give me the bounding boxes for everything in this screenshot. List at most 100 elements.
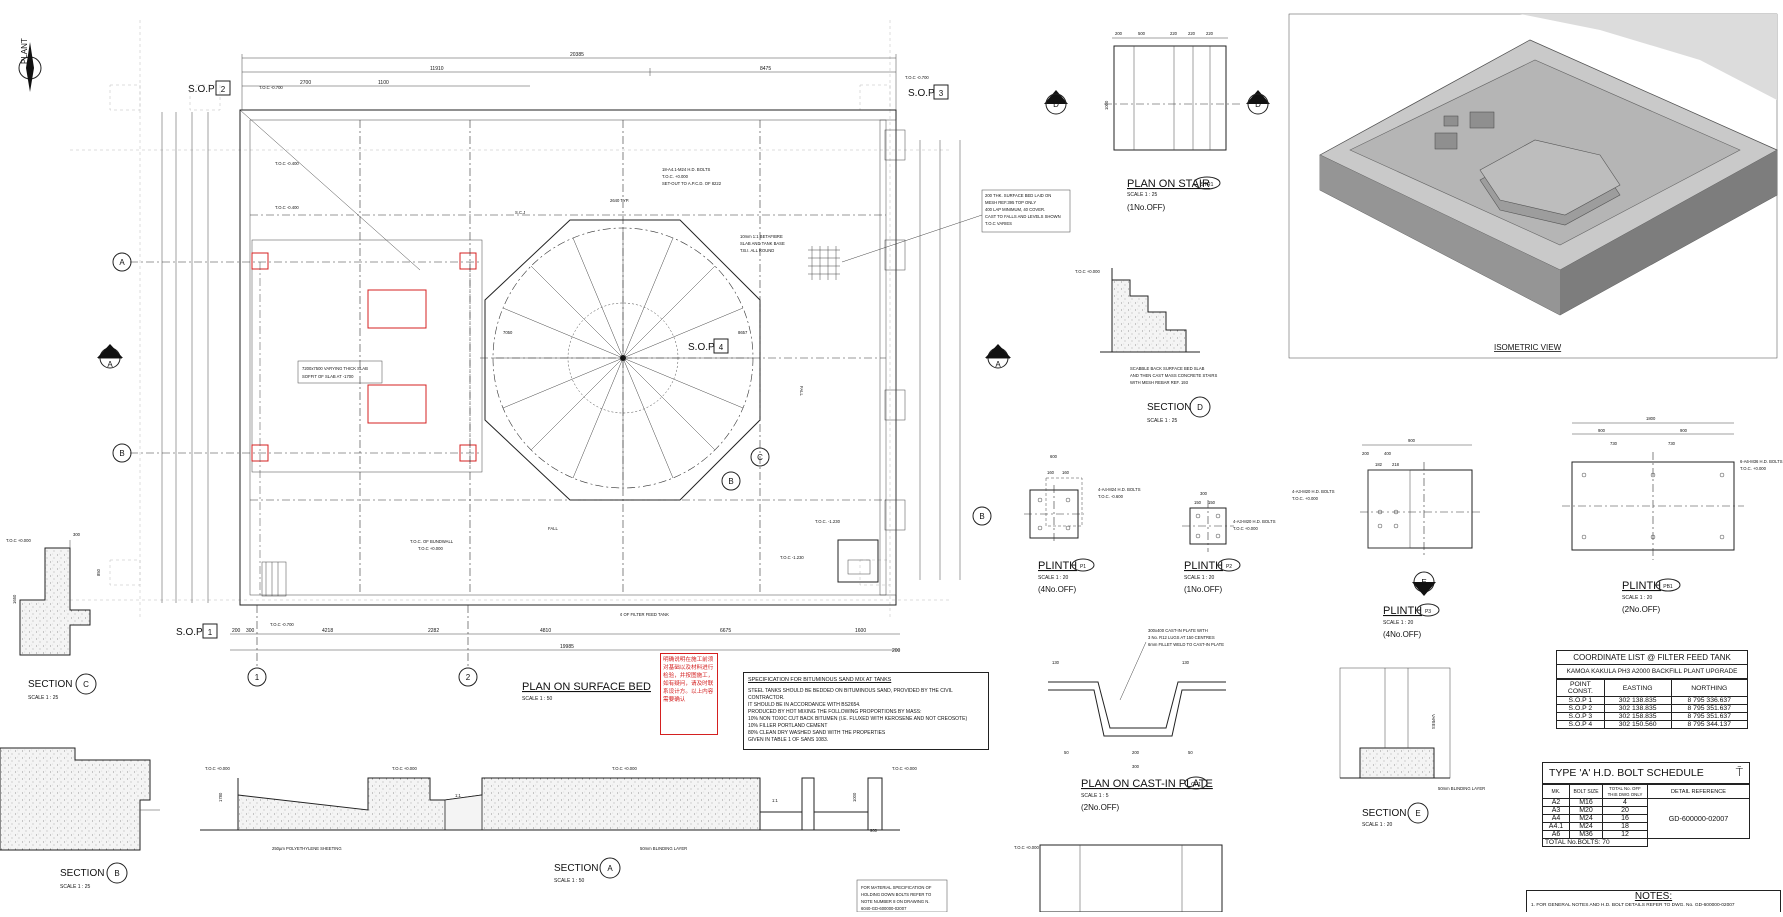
spec-title: SPECIFICATION FOR BITUMINOUS SAND MIX AT… <box>748 677 892 683</box>
sop3-label: S.O.P <box>908 88 935 99</box>
sump-area <box>251 239 483 473</box>
coord-header-easting: EASTING <box>1603 679 1672 697</box>
sec-a-slope-1: 1:1 <box>455 793 461 798</box>
mesh-hatch <box>808 246 840 280</box>
plan-note-13: T.O.C VARIES <box>985 221 1012 226</box>
cp-scale: SCALE 1 : 5 <box>1081 793 1109 799</box>
pb1-qty: (2No.OFF) <box>1622 605 1661 614</box>
sec-c-scale: SCALE 1 : 25 <box>28 695 59 701</box>
bolt-cell: A6 <box>1542 830 1570 840</box>
table-row: S.O.P 2 302 138.835 8 795 351.637 <box>1556 704 1748 713</box>
bolt-header-ref: DETAIL REFERENCE <box>1647 783 1750 800</box>
sec-e-title: SECTION <box>1362 808 1406 819</box>
sop2-label: S.O.P <box>188 84 215 95</box>
sec-c-toc: T.O.C +0.000 <box>6 538 31 543</box>
plinth-p1: 600 160 160 B 4-A4-M24 H.D. BOLTS T.O.C.… <box>972 454 1141 594</box>
bolt-cell: A4 <box>1542 814 1570 824</box>
bolt-icon: ⍑ <box>1735 765 1743 779</box>
red-plinth-4 <box>459 444 477 462</box>
dim-bot-7: 1600 <box>855 628 866 634</box>
cp-note-2: 3 No. R12 LUGS AT 150 CENTRES <box>1148 635 1215 640</box>
bolt-cell: 4 <box>1602 798 1648 808</box>
plan-note-17: T.O.C +0.000 <box>418 546 443 551</box>
sop3-toc: T.O.C -0.700 <box>905 75 929 80</box>
cp-dim-6: 300 <box>1132 764 1140 769</box>
p3-dim-5: 218 <box>1392 462 1400 467</box>
sec-b-letter: B <box>114 869 119 878</box>
coord-cell: 8 795 351.637 <box>1670 704 1748 713</box>
plan-note-25: 7050 <box>503 330 513 335</box>
plant-label: PLANT <box>20 38 29 64</box>
section-bc-markers: B C <box>721 447 770 491</box>
dim-bot-overall: 19985 <box>560 644 574 650</box>
cp-dim-3: 50 <box>1064 750 1069 755</box>
stair-dim-1: 200 <box>1115 31 1123 36</box>
section-a-markers: A A <box>97 344 1011 369</box>
p1-dim-1: 600 <box>1050 454 1058 459</box>
p3-dim-2: 200 <box>1362 451 1370 456</box>
background-grid <box>70 20 950 620</box>
spec-line-1: STEEL TANKS SHOULD BE BEDDED ON BITUMINO… <box>748 688 953 701</box>
stair-dim-2: 500 <box>1138 31 1146 36</box>
sec-c-dim-2: 850 <box>96 568 101 576</box>
stair-dim-6: 1000 <box>1104 100 1109 110</box>
plan-note-1: T.O.C -0.400 <box>275 161 299 166</box>
sec-a-note-2: 50mm BLINDING LAYER <box>640 846 687 851</box>
dim-top-left: 11910 <box>430 66 444 72</box>
stair-plan: 200 500 220 220 220 1000 D D PLAN ON STA… <box>1044 31 1270 212</box>
spec-line-2: IT SHOULD BE IN ACCORDANCE WITH BS2654. <box>748 702 861 708</box>
sec-e-note-2: VARIES <box>1431 714 1436 729</box>
plan-note-16: T.O.C. OF BUNDWALL <box>410 539 454 544</box>
bolt-header-mk: MK. <box>1542 783 1570 800</box>
sop3-num: 3 <box>939 89 944 98</box>
plan-note-6: 10mm 1:1 BETAFIBRE <box>740 234 783 239</box>
section-a-marker-right: A <box>995 360 1001 369</box>
section-d-detail: T.O.C +0.000 SCABBLE BACK SURFACE BED SL… <box>1075 268 1217 424</box>
p3-scale: SCALE 1 : 20 <box>1383 620 1414 626</box>
plan-note-5: SET-OUT TO A.P.C.D. OF 8222 <box>662 181 722 186</box>
plan-note-19: T.O.C -1.230 <box>780 555 804 560</box>
material-line-1: FOR MATERIAL SPECIFICATION OF <box>861 885 932 890</box>
pb1-dim-3: 900 <box>1680 428 1688 433</box>
section-a-detail: T.O.C +0.000 T.O.C +0.000 T.O.C +0.000 T… <box>200 766 917 884</box>
bolt-cell: A4.1 <box>1542 822 1570 832</box>
table-row: S.O.P 3 302 158.835 8 795 351.637 <box>1556 712 1748 721</box>
sec-d-letter: D <box>1197 403 1203 412</box>
section-c-detail: T.O.C +0.000 300 850 1650 SECTION C SCAL… <box>6 532 101 701</box>
sec-a-dim-1: 1780 <box>218 792 223 802</box>
plan-note-9: 200 THK. SURFACE BED LAID ON <box>985 193 1051 198</box>
p2-dim-1: 300 <box>1200 491 1208 496</box>
bolt-total: TOTAL No.BOLTS: 70 <box>1542 838 1648 848</box>
p1-qty: (4No.OFF) <box>1038 585 1077 594</box>
plan-note-8: T.B.I. ALL ROUND <box>740 248 774 253</box>
north-letter: N <box>27 65 33 74</box>
spec-line-6: 80% CLEAN DRY WASHED SAND WITH THE PROPE… <box>748 730 886 736</box>
cp-dim-2: 130 <box>1182 660 1190 665</box>
p3-tag: P3 <box>1425 609 1431 615</box>
drain-sump <box>837 539 879 583</box>
p2-qty: (1No.OFF) <box>1184 585 1223 594</box>
plan-note-20: FALL <box>548 526 558 531</box>
plan-title: PLAN ON SURFACE BED <box>522 681 651 693</box>
bolt-cell: M24 <box>1569 822 1603 832</box>
sec-e-note-1: 50mm BLINDING LAYER <box>1438 786 1485 791</box>
cp-qty: (2No.OFF) <box>1081 803 1120 812</box>
north-arrow: N PLANT <box>18 38 42 92</box>
stair-scale: SCALE 1 : 25 <box>1127 192 1158 198</box>
coord-cell: 8 795 344.137 <box>1670 720 1748 729</box>
bolt-cell: M20 <box>1569 806 1603 816</box>
sec-e-letter: E <box>1415 809 1420 818</box>
sec-c-dim-3: 1650 <box>12 594 17 604</box>
top-dimensions <box>241 54 897 110</box>
grid-b-label: B <box>119 449 124 458</box>
sop2-toc: T.O.C -0.700 <box>259 85 283 90</box>
dim-top-b: 1100 <box>378 80 389 86</box>
sec-c-dim-1: 300 <box>73 532 81 537</box>
plan-note-7: SLAB AND TANK BASE <box>740 241 785 246</box>
plinth-pb1: 1800 900 900 730 730 6-A6-M36 H.D. BOLTS… <box>1562 416 1783 614</box>
bolt-cell: 16 <box>1602 814 1648 824</box>
bund-wall-inner <box>249 119 887 596</box>
p1-title: PLINTH <box>1038 560 1077 572</box>
p3-note-2: T.O.C. +0.000 <box>1292 496 1319 501</box>
